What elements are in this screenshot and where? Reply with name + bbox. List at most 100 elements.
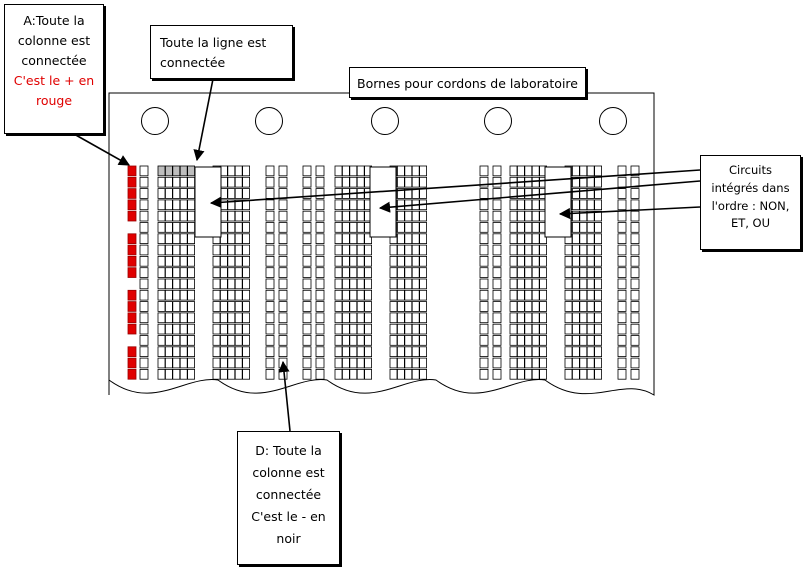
hole xyxy=(539,301,547,312)
hole xyxy=(524,267,533,278)
hole xyxy=(579,222,588,233)
hole xyxy=(594,278,602,290)
hole xyxy=(411,233,420,245)
hole xyxy=(172,357,181,369)
hole xyxy=(334,278,343,290)
hole xyxy=(219,233,228,245)
hole xyxy=(157,289,166,301)
rail-hole xyxy=(139,357,149,369)
rail-hole xyxy=(630,165,640,177)
rail-hole xyxy=(479,188,489,199)
hole xyxy=(364,244,373,256)
hole xyxy=(349,323,358,335)
rail-hole xyxy=(278,244,288,256)
hole xyxy=(349,357,358,369)
hole xyxy=(411,165,420,177)
callout-bornes: Bornes pour cordons de laboratoire xyxy=(349,67,586,98)
hole xyxy=(364,289,373,301)
rail-minus-line-3: connectée xyxy=(255,486,322,502)
hole xyxy=(164,335,173,346)
hole xyxy=(404,335,413,346)
rail-plus-line-4: C'est le + en xyxy=(13,73,95,88)
hole xyxy=(531,289,540,301)
rail-hole xyxy=(492,255,502,267)
rail-hole xyxy=(265,368,275,380)
rail-hole xyxy=(278,312,288,324)
hole xyxy=(242,323,251,335)
hole xyxy=(164,278,173,290)
rail-hole xyxy=(479,335,489,346)
hole xyxy=(594,312,602,324)
hole xyxy=(349,255,358,267)
rail-hole xyxy=(479,210,489,222)
hole xyxy=(509,312,518,324)
hole xyxy=(404,368,413,380)
hole xyxy=(234,368,243,380)
hole xyxy=(531,346,540,357)
hole xyxy=(396,278,405,290)
hole xyxy=(404,289,413,301)
hole xyxy=(356,312,365,324)
callout-rail-plus: A:Toute la colonne est connectée C'est l… xyxy=(4,4,104,134)
rail-plus-line-3: connectée xyxy=(21,53,87,68)
hole xyxy=(212,357,221,369)
arrow-to-connected-row xyxy=(193,78,214,162)
red-rail-hole xyxy=(127,346,137,357)
hole xyxy=(524,165,533,177)
hole xyxy=(517,301,525,312)
hole xyxy=(579,165,588,177)
red-rail-hole xyxy=(127,312,137,324)
hole xyxy=(349,312,358,324)
hole xyxy=(517,233,525,245)
hole xyxy=(509,199,518,211)
hole xyxy=(212,255,221,267)
hole xyxy=(411,176,420,188)
hole xyxy=(411,346,420,357)
rail-hole xyxy=(139,222,149,233)
hole xyxy=(227,312,236,324)
hole xyxy=(389,255,398,267)
hole xyxy=(349,244,358,256)
hole xyxy=(334,255,343,267)
hole xyxy=(187,346,196,357)
rail-hole xyxy=(492,335,502,346)
hole xyxy=(187,222,196,233)
hole xyxy=(234,176,243,188)
rail-hole xyxy=(617,188,627,199)
hole xyxy=(524,278,533,290)
hole xyxy=(356,222,365,233)
hole xyxy=(179,312,188,324)
rail-hole xyxy=(479,346,489,357)
hole xyxy=(524,368,533,380)
rail-hole xyxy=(315,267,325,278)
terminal-post xyxy=(141,107,169,135)
hole xyxy=(411,335,420,346)
hole xyxy=(419,346,428,357)
hole xyxy=(572,188,580,199)
hole xyxy=(419,312,428,324)
rail-hole xyxy=(265,312,275,324)
terminal-post xyxy=(255,107,283,135)
hole xyxy=(572,357,580,369)
hole xyxy=(594,289,602,301)
connected-row-hole xyxy=(179,165,188,177)
hole xyxy=(517,267,525,278)
hole xyxy=(187,267,196,278)
hole xyxy=(157,278,166,290)
connected-row-hole xyxy=(187,165,196,177)
hole xyxy=(227,222,236,233)
hole xyxy=(586,233,595,245)
hole xyxy=(509,301,518,312)
hole xyxy=(594,346,602,357)
hole xyxy=(172,323,181,335)
hole xyxy=(172,188,181,199)
rail-hole xyxy=(479,233,489,245)
rail-hole xyxy=(315,165,325,177)
hole xyxy=(334,335,343,346)
hole xyxy=(234,323,243,335)
hole xyxy=(356,346,365,357)
hole xyxy=(179,188,188,199)
terminals xyxy=(141,107,627,135)
hole xyxy=(219,323,228,335)
hole xyxy=(564,312,573,324)
